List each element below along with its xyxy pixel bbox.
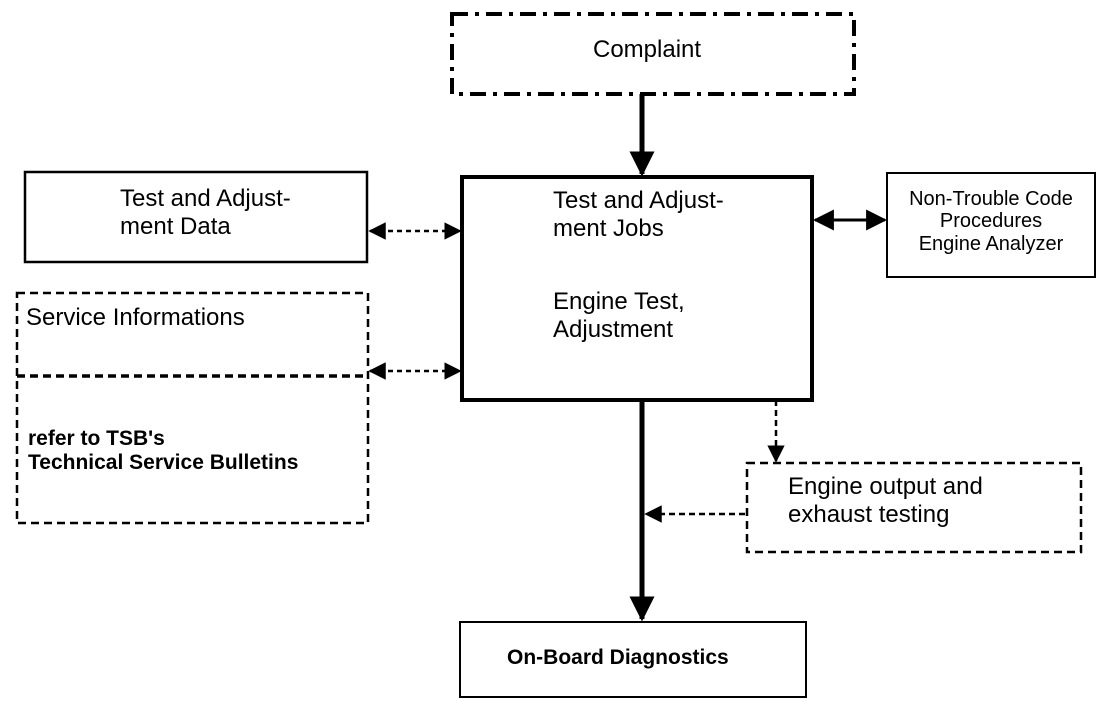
service-info-box	[15, 291, 370, 525]
service-info-label: Service Informations	[26, 304, 245, 331]
test-data-line-2: ment Data	[120, 212, 231, 240]
test-data-label: Test and Adjust- ment Data	[120, 185, 291, 240]
jobs-line-2: ment Jobs	[553, 214, 664, 242]
complaint-box	[450, 12, 856, 96]
tsb-label: refer to TSB's Technical Service Bulleti…	[28, 427, 298, 475]
tsb-line-2: Technical Service Bulletins	[28, 451, 299, 475]
engine-output-box	[745, 461, 1083, 554]
engine-output-label: Engine output and exhaust testing	[788, 473, 983, 528]
jobs-box	[460, 175, 814, 402]
engine-output-line-2: exhaust testing	[788, 500, 950, 528]
jobs-label: Test and Adjust- ment Jobs	[553, 187, 724, 242]
non-trouble-line-2: Procedures	[939, 210, 1043, 233]
test-data-box	[23, 170, 369, 264]
engine-test-label: Engine Test, Adjustment	[553, 288, 685, 343]
jobs-line-3: Engine Test,	[553, 288, 685, 315]
engine-output-line-1: Engine output and	[788, 473, 983, 500]
jobs-line-1: Test and Adjust-	[553, 187, 724, 214]
obd-box	[459, 621, 807, 698]
non-trouble-label: Non-Trouble Code Procedures Engine Analy…	[893, 188, 1089, 255]
obd-label: On-Board Diagnostics	[507, 646, 729, 669]
test-data-line-1: Test and Adjust-	[120, 185, 291, 212]
non-trouble-line-1: Non-Trouble Code	[909, 188, 1073, 210]
tsb-line-1: refer to TSB's	[28, 427, 165, 450]
jobs-line-4: Adjustment	[553, 315, 674, 343]
complaint-label: Complaint	[593, 36, 702, 63]
non-trouble-line-3: Engine Analyzer	[918, 232, 1064, 255]
